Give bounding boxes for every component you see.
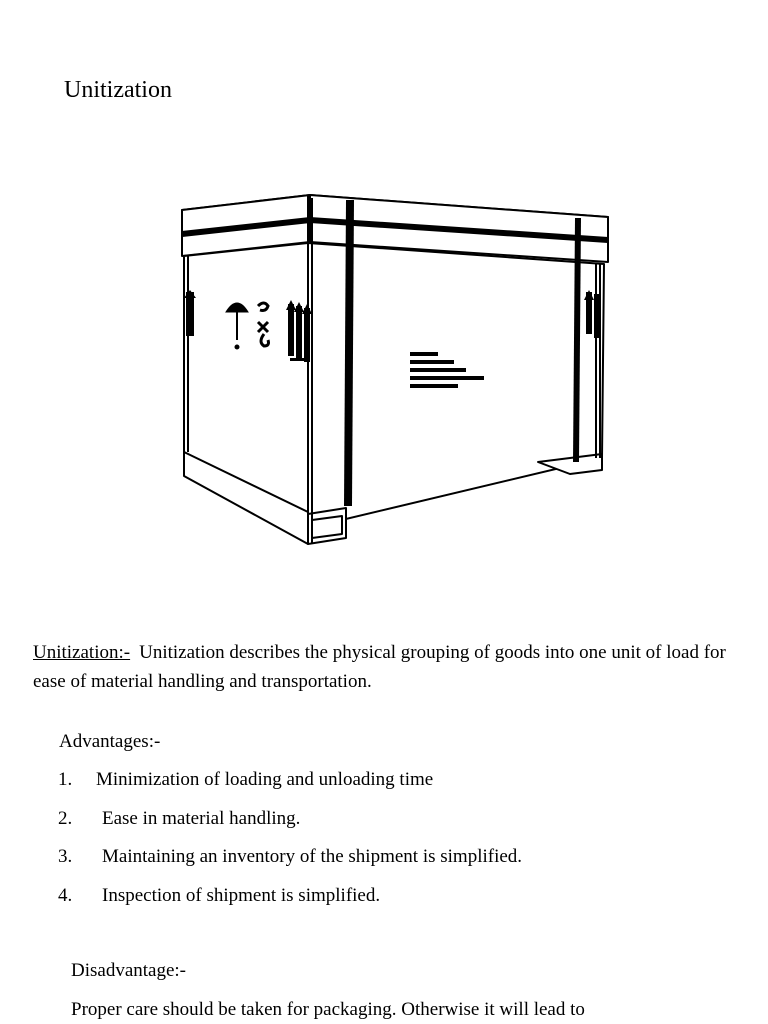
list-item: 2. Ease in material handling.	[58, 806, 522, 845]
list-item-text: Ease in material handling.	[102, 807, 301, 829]
list-item-text: Minimization of loading and unloading ti…	[96, 769, 434, 790]
disadvantage-heading: Disadvantage:-	[71, 960, 187, 981]
definition-paragraph: Unitization:-Unitization describes the p…	[33, 638, 751, 696]
page-title: Unitization	[64, 77, 172, 103]
list-item-number: 2.	[58, 807, 73, 829]
this-side-up-arrows-icon	[184, 290, 600, 362]
list-item-number: 1.	[58, 769, 73, 790]
list-item-number: 3.	[58, 846, 73, 868]
list-item: 3. Maintaining an inventory of the shipm…	[58, 844, 522, 883]
list-item: 4. Inspection of shipment is simplified.	[58, 883, 522, 922]
wooden-crate-illustration	[181, 194, 609, 545]
advantages-heading: Advantages:-	[59, 731, 161, 752]
keep-dry-umbrella-icon	[225, 302, 249, 350]
list-item-text: Maintaining an inventory of the shipment…	[102, 846, 523, 868]
list-item: 1. Minimization of loading and unloading…	[58, 767, 522, 806]
list-item-number: 4.	[58, 885, 73, 907]
crate-skid-right	[537, 453, 603, 475]
crate-strap-horizontal	[181, 216, 609, 243]
definition-text: Unitization describes the physical group…	[33, 642, 726, 692]
crate-figure	[140, 140, 632, 580]
disadvantage-text: Proper care should be taken for packagin…	[71, 999, 585, 1020]
fragile-hook-icon	[256, 301, 270, 348]
crate-strap-vertical-front	[344, 199, 354, 507]
definition-term: Unitization:-	[33, 642, 131, 663]
advantages-list: 1. Minimization of loading and unloading…	[58, 767, 522, 922]
crate-strap-vertical-back	[573, 217, 581, 463]
list-item-text: Inspection of shipment is simplified.	[102, 885, 381, 907]
shipping-label-text	[410, 352, 484, 388]
